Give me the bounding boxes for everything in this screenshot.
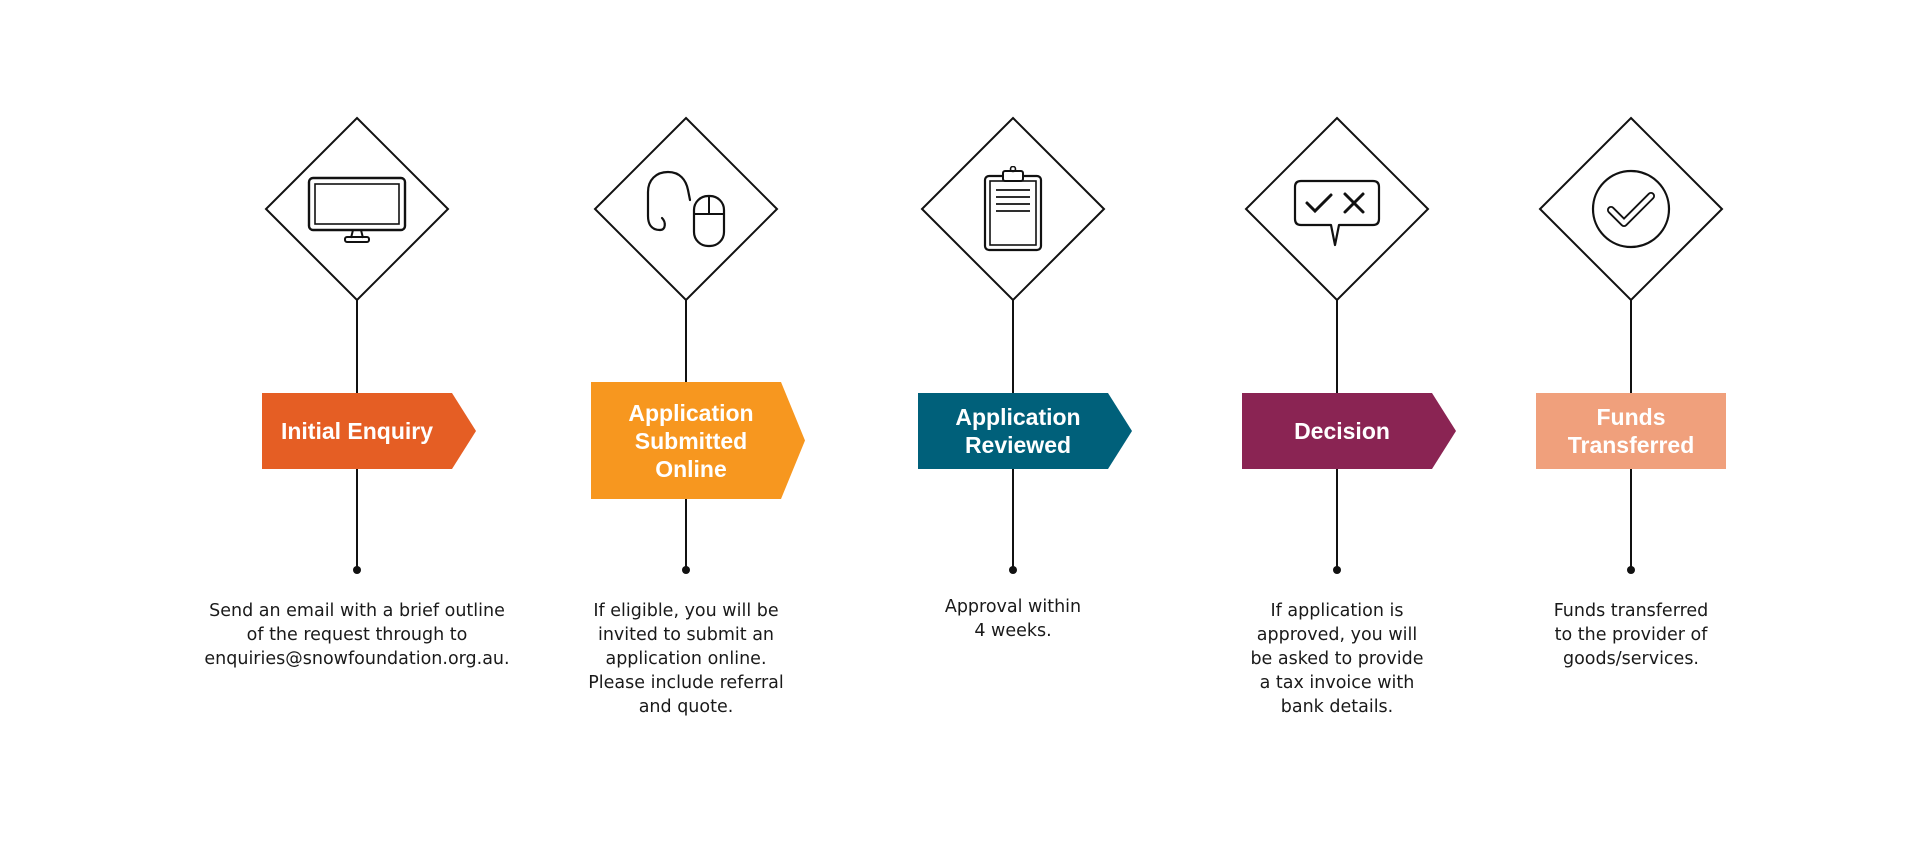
step-label-arrow <box>262 393 476 469</box>
step-label-arrow <box>591 382 805 499</box>
step-label-arrow <box>1242 393 1456 469</box>
step-label-text: Decision <box>1294 418 1390 444</box>
step-label-text: Funds Transferred <box>1567 404 1695 458</box>
step-description: If application is approved, you will be … <box>1250 601 1424 717</box>
step-description: If eligible, you will be invited to subm… <box>588 601 784 717</box>
monitor-icon <box>307 176 407 243</box>
check-circle-icon <box>1591 169 1671 249</box>
step-label-text: Initial Enquiry <box>280 418 434 444</box>
step-label: Funds Transferred <box>1536 393 1726 469</box>
step-label-text: Application Reviewed <box>955 404 1081 458</box>
step-label: Initial Enquiry <box>262 393 452 469</box>
step-description: Send an email with a brief outline of th… <box>204 601 510 669</box>
clipboard-icon <box>983 166 1043 252</box>
step-label-text: Application Submitted Online <box>628 399 754 482</box>
connector-dot <box>682 566 690 574</box>
mouse-icon <box>646 170 726 248</box>
connector-dot <box>1333 566 1341 574</box>
approve-reject-speech-bubble-icon <box>1293 179 1381 247</box>
connector-dot <box>353 566 361 574</box>
connector-dot <box>1627 566 1635 574</box>
step-description: Approval within 4 weeks. <box>944 597 1082 641</box>
step-label: Application Submitted Online <box>591 382 791 499</box>
step-label: Application Reviewed <box>918 393 1118 469</box>
step-label-arrow <box>918 393 1132 469</box>
connector-dot <box>1009 566 1017 574</box>
step-description: Funds transferred to the provider of goo… <box>1553 601 1709 669</box>
step-label: Decision <box>1242 393 1442 469</box>
